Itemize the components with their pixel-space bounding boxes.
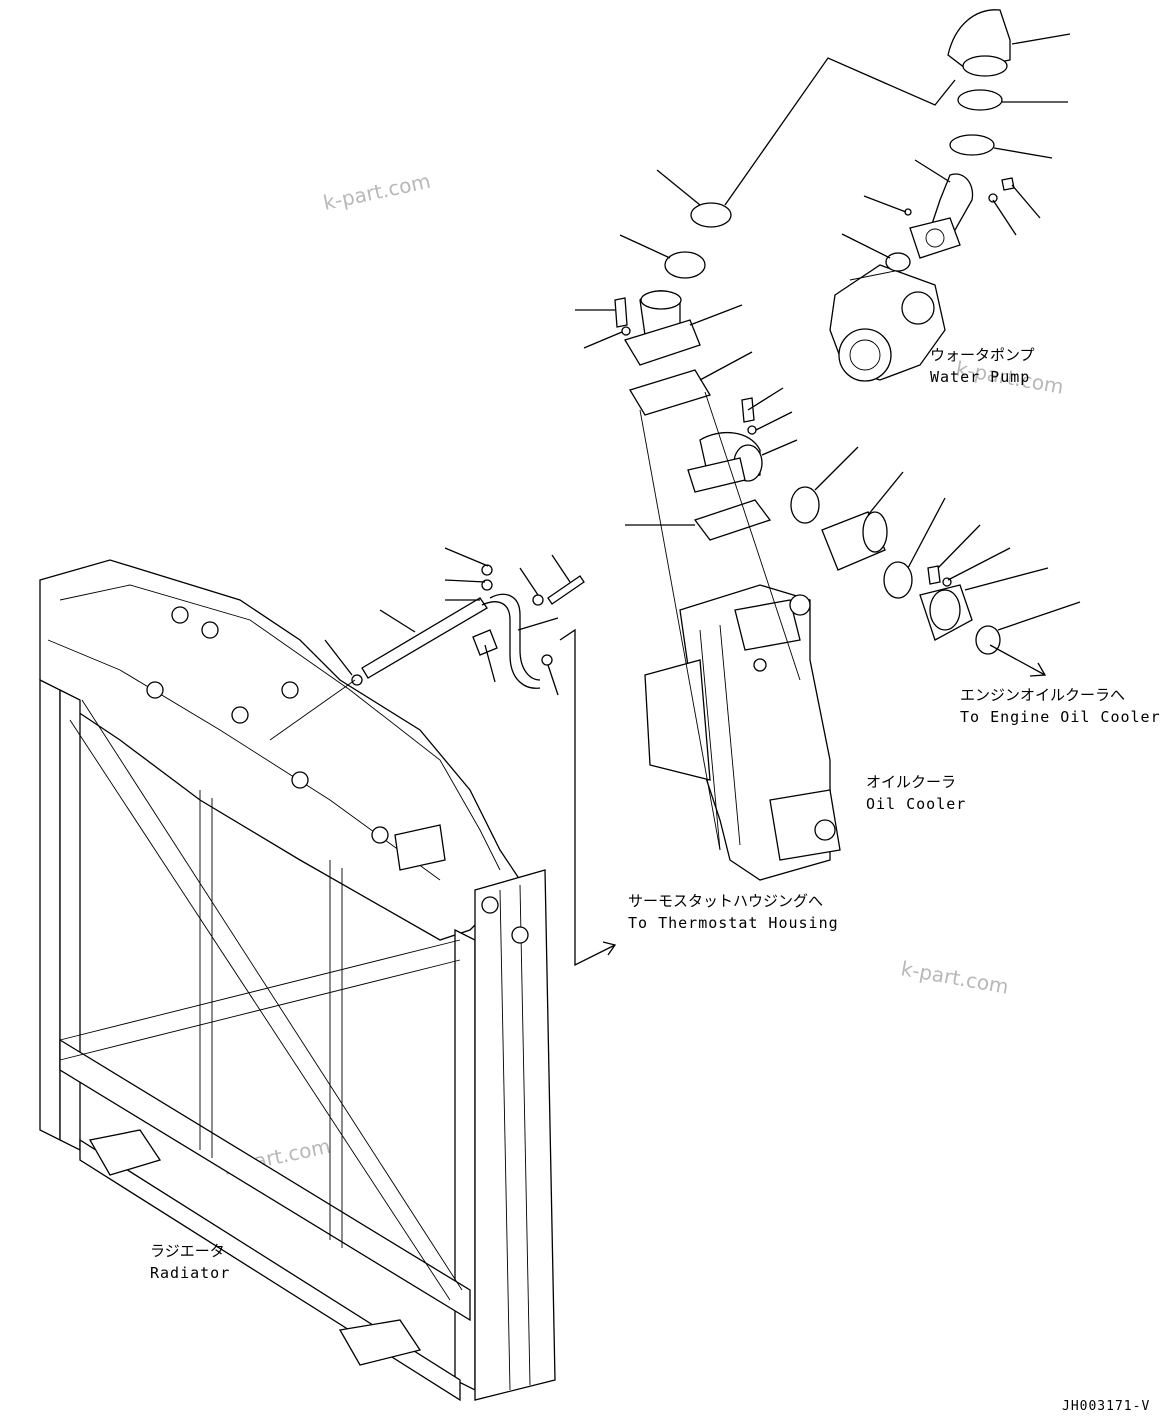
- label-oil-cooler-en: Oil Cooler: [866, 795, 966, 813]
- label-water-pump-jp: ウォータポンプ: [930, 346, 1035, 364]
- leader-lines: [269, 33, 1081, 967]
- nut: [481, 564, 493, 576]
- hose-clamp: [664, 251, 706, 279]
- hose-straight: [821, 511, 888, 571]
- tube-bent: [489, 593, 541, 681]
- gasket: [629, 369, 711, 416]
- water-pump-assembly: [829, 264, 946, 382]
- washer: [621, 326, 631, 336]
- bolt: [614, 297, 628, 328]
- oil-cooler-assembly: [644, 584, 841, 881]
- thermostat-cover: [624, 290, 701, 366]
- nut: [541, 654, 553, 666]
- label-radiator-jp: ラジエータ: [150, 1242, 225, 1260]
- label-engine-oil-cooler-jp: エンジンオイルクーラへ: [960, 686, 1125, 704]
- bolt: [927, 565, 941, 585]
- label-thermostat-en: To Thermostat Housing: [628, 914, 839, 932]
- tube: [361, 597, 488, 679]
- drawing-code: JH003171-V: [1062, 1399, 1150, 1414]
- sleeve: [472, 629, 498, 656]
- hose-clamp: [949, 134, 995, 156]
- cooler-flange: [919, 584, 973, 641]
- o-ring: [975, 625, 1001, 655]
- hose-clamp: [957, 89, 1003, 111]
- washer: [747, 425, 757, 435]
- label-water-pump-en: Water Pump: [930, 368, 1030, 386]
- nut: [351, 674, 363, 686]
- watermark: k-part.com: [899, 956, 1010, 999]
- o-ring: [885, 252, 911, 272]
- hose-clamp: [790, 486, 820, 524]
- nut: [532, 594, 544, 606]
- gasket: [693, 499, 772, 541]
- hose-clamp: [883, 561, 913, 599]
- bolt: [547, 575, 585, 605]
- elbow-housing: [687, 431, 763, 493]
- watermark: k-part.com: [321, 169, 433, 215]
- label-engine-oil-cooler-en: To Engine Oil Cooler: [960, 708, 1161, 726]
- pipe-elbow: [909, 173, 974, 259]
- label-thermostat-jp: サーモスタットハウジングへ: [628, 892, 823, 910]
- bolt: [1001, 177, 1015, 191]
- hose-elbow: [947, 9, 1011, 77]
- washer: [988, 193, 998, 203]
- label-oil-cooler-jp: オイルクーラ: [866, 773, 956, 791]
- label-radiator-en: Radiator: [150, 1264, 230, 1282]
- hose-clamp: [690, 202, 732, 228]
- radiator-assembly: [39, 559, 556, 1402]
